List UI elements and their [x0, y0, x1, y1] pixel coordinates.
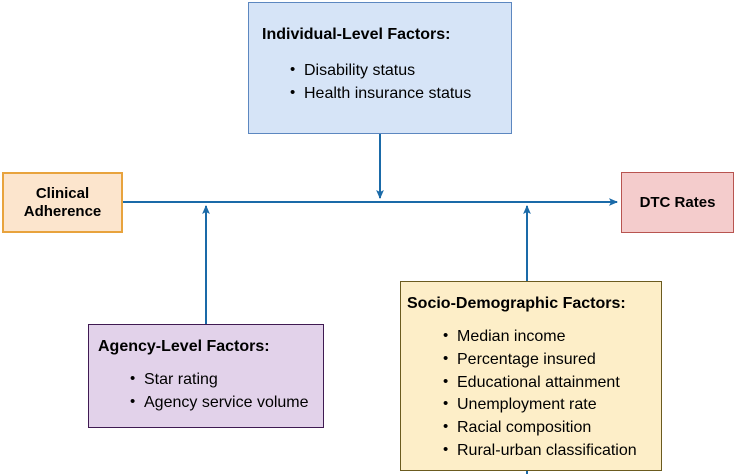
node-title: Agency-Level Factors:	[98, 338, 270, 355]
list-item: Star rating	[128, 368, 323, 392]
list-item: Health insurance status	[288, 82, 511, 106]
node-socio-demographic-factors[interactable]: Socio-Demographic Factors: Median income…	[400, 281, 662, 471]
node-item-list: Star rating Agency service volume	[128, 368, 323, 415]
list-item: Median income	[441, 325, 661, 349]
node-title-line-2: Adherence	[23, 202, 102, 220]
list-item: Agency service volume	[128, 391, 323, 415]
node-title: Socio-Demographic Factors:	[407, 295, 626, 312]
node-clinical-adherence[interactable]: Clinical Adherence	[2, 172, 123, 233]
list-item: Racial composition	[441, 416, 661, 440]
list-item: Disability status	[288, 59, 511, 83]
list-item: Percentage insured	[441, 348, 661, 372]
node-title: DTC Rates	[639, 193, 716, 211]
node-agency-level-factors[interactable]: Agency-Level Factors: Star rating Agency…	[88, 324, 324, 428]
list-item: Educational attainment	[441, 371, 661, 395]
node-individual-level-factors[interactable]: Individual-Level Factors: Disability sta…	[248, 2, 512, 134]
node-dtc-rates[interactable]: DTC Rates	[621, 172, 734, 233]
node-item-list: Median income Percentage insured Educati…	[441, 325, 661, 463]
node-title-line-1: Clinical	[35, 184, 90, 202]
list-item: Unemployment rate	[441, 393, 661, 417]
list-item: Rural-urban classification	[441, 439, 661, 463]
node-title: Individual-Level Factors:	[262, 26, 451, 43]
node-item-list: Disability status Health insurance statu…	[288, 59, 511, 106]
